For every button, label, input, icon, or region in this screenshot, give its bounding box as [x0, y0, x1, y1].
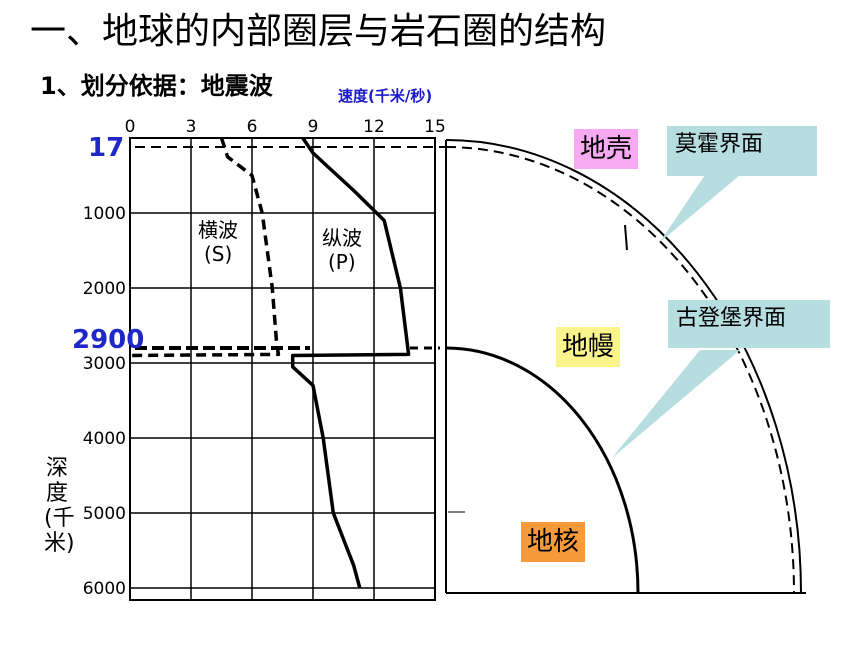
- x-tick-label-6: 6: [247, 117, 258, 137]
- page-title: 一、地球的内部圈层与岩石圈的结构: [30, 11, 607, 52]
- gutenberg-callout-pointer: [612, 350, 740, 458]
- y-tick-label-3000: 3000: [83, 354, 126, 374]
- depth-mark-moho: 17: [88, 133, 125, 163]
- p-wave-name: 纵波: [322, 226, 362, 250]
- earth-tick: [624, 224, 628, 251]
- x-tick-label-9: 9: [308, 117, 319, 137]
- wave-series: [129, 137, 411, 589]
- s-wave-label: 横波 (S): [198, 218, 238, 266]
- core-boundary-arc: [445, 346, 640, 594]
- moho-callout-pointer: [660, 175, 740, 242]
- speed-axis-label: 速度(千米/秒): [338, 87, 433, 105]
- mantle-label: 地幔: [556, 327, 621, 367]
- gutenberg-callout: 古登堡界面: [668, 300, 830, 348]
- core-label: 地核: [521, 522, 586, 562]
- moho-callout: 莫霍界面: [667, 126, 817, 176]
- p-wave-symbol: (P): [328, 250, 356, 274]
- x-tick-label-15: 15: [424, 117, 446, 137]
- s-wave-symbol: (S): [204, 242, 233, 266]
- y-tick-label-4000: 4000: [83, 429, 126, 449]
- y-tick-labels: 1000 2000 3000 4000 5000 6000: [83, 204, 126, 599]
- y-tick-label-2000: 2000: [83, 279, 126, 299]
- crust-dashed-arc: [445, 146, 795, 594]
- crust-outer-arc: [445, 139, 802, 594]
- y-tick-label-6000: 6000: [83, 579, 126, 599]
- depth-mark-gutenberg: 2900: [72, 325, 145, 355]
- y-tick-label-1000: 1000: [83, 204, 126, 224]
- chart-frame: [129, 137, 436, 601]
- chart-grid: [130, 138, 435, 600]
- x-tick-label-3: 3: [186, 117, 197, 137]
- crust-label: 地壳: [574, 129, 639, 169]
- page-subtitle: 1、划分依据：地震波: [40, 72, 273, 100]
- p-wave-line: [290, 137, 411, 589]
- depth-axis-label: 深度(千米): [44, 456, 75, 556]
- p-wave-label: 纵波 (P): [322, 226, 362, 274]
- x-tick-labels: 0 3 6 9 12 15: [125, 117, 446, 137]
- x-tick-label-12: 12: [363, 117, 385, 137]
- s-wave-name: 横波: [198, 218, 238, 242]
- x-tick-label-0: 0: [125, 117, 136, 137]
- s-wave-line: [129, 137, 281, 358]
- y-tick-label-5000: 5000: [83, 504, 126, 524]
